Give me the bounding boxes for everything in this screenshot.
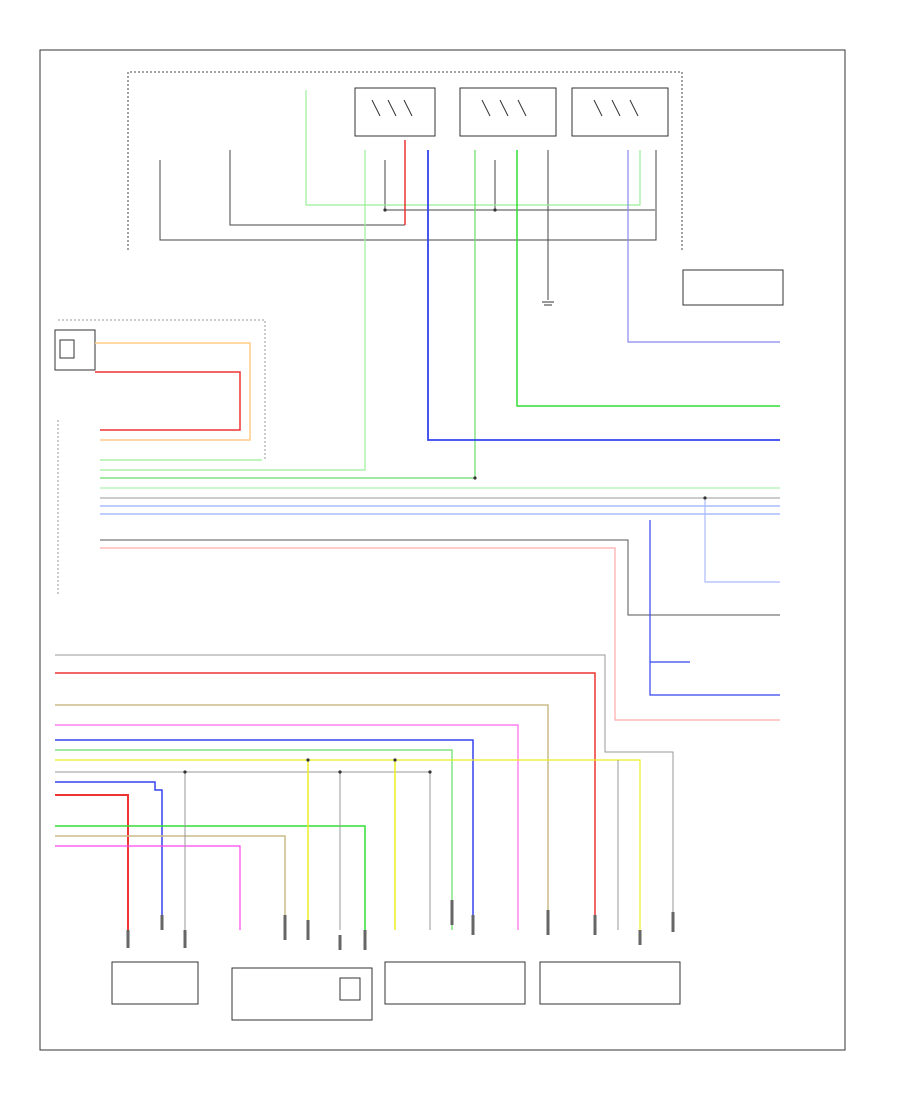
right-side-wires: [427, 150, 780, 696]
connector-stubs: [126, 900, 675, 950]
temp-door-motor: [539, 961, 681, 1005]
top-harness: [159, 150, 657, 300]
lower-harness: [55, 654, 674, 930]
intake-door-motor: [384, 961, 526, 1005]
air-mix-motor: [111, 961, 199, 1005]
mode-door-motor: [231, 967, 373, 1021]
module-wires: [95, 150, 780, 721]
relay-3: [571, 87, 669, 137]
splice-points: [183, 208, 707, 774]
left-module: [54, 319, 266, 595]
upper-enclosure: [127, 71, 683, 250]
right-connector: [682, 269, 784, 306]
relay-1: [354, 87, 436, 137]
relay-2: [459, 87, 557, 137]
diagram-frame: [39, 49, 846, 1051]
top-green-wire: [305, 90, 641, 206]
ground-symbol: [542, 301, 554, 306]
